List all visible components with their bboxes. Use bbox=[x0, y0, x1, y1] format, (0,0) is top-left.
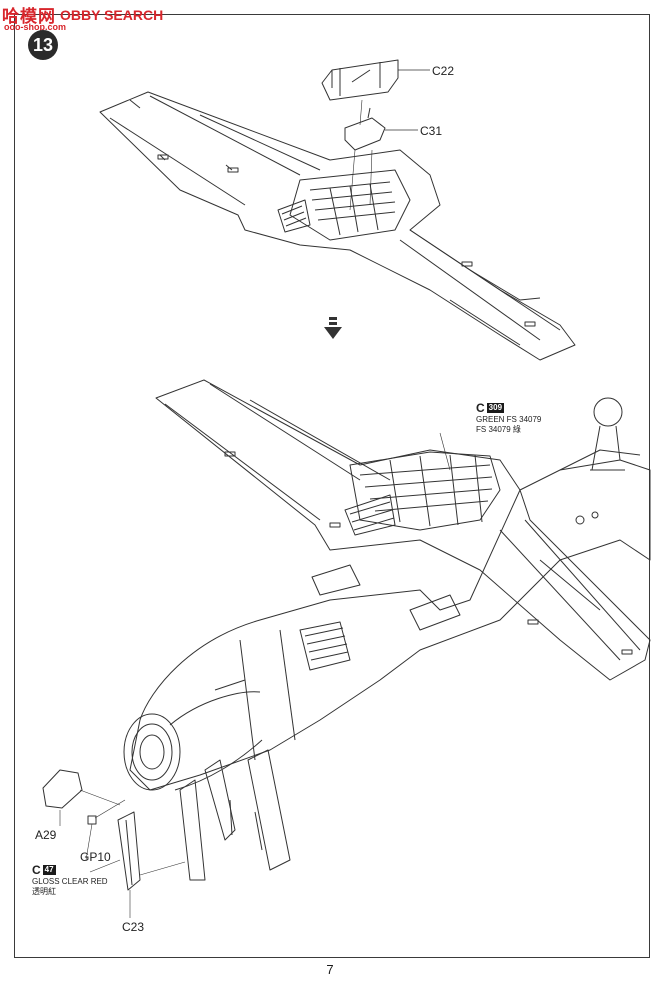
paint-red-part: C bbox=[32, 863, 41, 877]
top-wing-assembly bbox=[99, 91, 576, 361]
callout-c31: C31 bbox=[420, 124, 443, 138]
down-arrow-icon bbox=[324, 317, 342, 339]
callout-c23: C23 bbox=[122, 920, 145, 934]
part-c31 bbox=[344, 99, 418, 211]
part-c23 bbox=[117, 811, 186, 918]
watermark-logo: 哈模网 OBBY SEARCH bbox=[2, 2, 163, 27]
paint-red-line1: GLOSS CLEAR RED bbox=[32, 877, 108, 886]
bottom-aircraft-assembly bbox=[123, 379, 651, 881]
paint-red-chip: 47 bbox=[42, 865, 56, 875]
watermark-cn: 哈模网 bbox=[2, 7, 56, 26]
page-number: 7 bbox=[326, 962, 334, 977]
paint-red-line2: 透明紅 bbox=[32, 887, 56, 896]
paint-green-line1: GREEN FS 34079 bbox=[476, 415, 542, 424]
paint-green-line2: FS 34079 綠 bbox=[476, 425, 521, 434]
paint-green-chip: 309 bbox=[486, 403, 505, 413]
callout-c22: C22 bbox=[432, 64, 455, 78]
watermark-url: ooo-shop.com bbox=[4, 22, 66, 32]
part-c22 bbox=[321, 59, 430, 101]
part-gp10 bbox=[85, 799, 126, 861]
paint-green-part: C bbox=[476, 401, 485, 415]
callout-gp10: GP10 bbox=[80, 850, 111, 864]
watermark-en: OBBY SEARCH bbox=[60, 6, 164, 23]
part-a29 bbox=[42, 769, 121, 826]
callout-a29: A29 bbox=[35, 828, 57, 842]
step-number-badge: 13 bbox=[28, 30, 58, 60]
